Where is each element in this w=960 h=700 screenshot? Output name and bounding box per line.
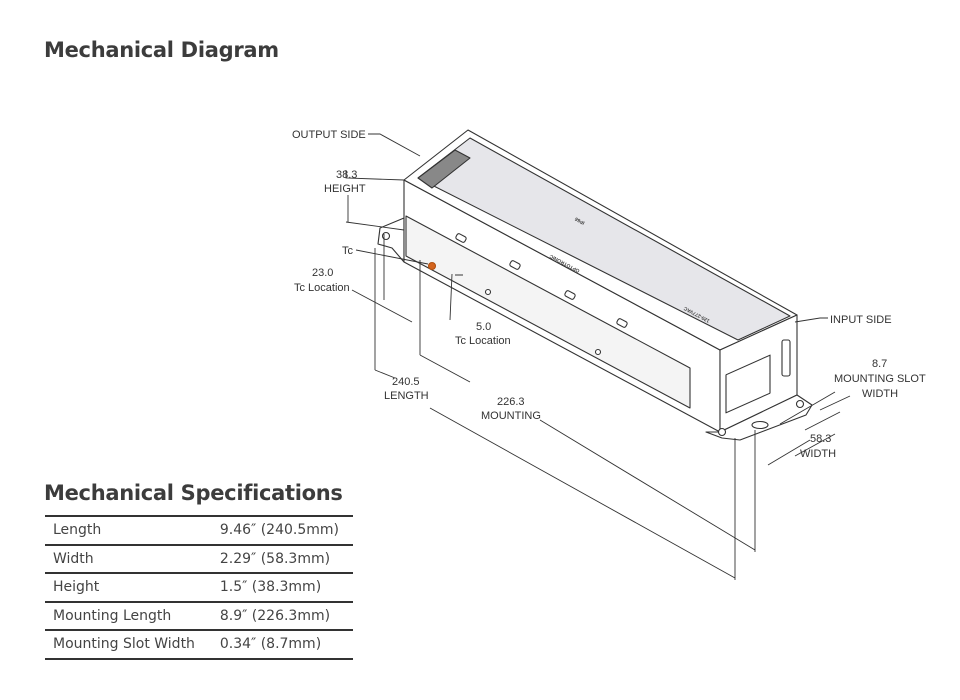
dimension-lines [345,133,851,580]
tc-location-1-value: 23.0 [312,267,333,279]
spec-name: Height [53,579,100,596]
slot [564,290,576,300]
spec-name: Mounting Slot Width [53,636,195,653]
screw [594,348,602,356]
input-side-label: INPUT SIDE [830,314,892,326]
length-label: LENGTH [384,390,429,402]
side-slot [781,339,791,377]
table-row: Length 9.46″ (240.5mm) [45,516,353,545]
mechanical-specifications-heading: Mechanical Specifications [44,481,343,505]
spec-value: 2.29″ (58.3mm) [219,550,331,567]
slot-label-width: WIDTH [862,388,898,400]
table-row: Mounting Slot Width 0.34″ (8.7mm) [45,630,353,659]
mechanical-diagram-heading: Mechanical Diagram [44,38,279,62]
dimension-labels: OUTPUT SIDE 38.3 HEIGHT Tc 23.0 Tc Locat… [292,129,926,460]
mounting-hole [717,427,727,437]
right-mounting-flange [705,394,813,441]
spec-value: 0.34″ (8.7mm) [219,636,322,653]
spec-name: Width [53,550,94,567]
slot-label: MOUNTING SLOT [834,373,926,385]
mounting-slot [751,420,769,430]
table-row: Height 1.5″ (38.3mm) [45,573,353,602]
specifications-table: Length 9.46″ (240.5mm) Width 2.29″ (58.3mm… [45,515,353,660]
tc-location-1-label: Tc Location [294,282,350,294]
svg-text:IP66: IP66 [574,215,586,225]
slot [616,318,628,328]
slot [509,260,521,270]
input-connector [725,354,771,414]
tc-marker [427,261,437,271]
mounting-label: MOUNTING [481,410,541,422]
tc-location-2-value: 5.0 [476,321,491,333]
tc-location-2-label: Tc Location [455,335,511,347]
mounting-value: 226.3 [497,396,525,408]
driver-housing [377,129,813,441]
width-value: 58.3 [810,433,831,445]
height-value: 38.3 [336,169,357,181]
tc-label: Tc [342,245,354,257]
spec-value: 1.5″ (38.3mm) [219,579,322,596]
length-value: 240.5 [392,376,420,388]
width-label: WIDTH [800,448,836,460]
table-row: Width 2.29″ (58.3mm) [45,545,353,573]
spec-value: 8.9″ (226.3mm) [219,607,331,624]
mounting-hole [795,399,805,409]
spec-name: Length [53,522,102,539]
table-row: Mounting Length 8.9″ (226.3mm) [45,602,353,630]
spec-value: 9.46″ (240.5mm) [219,522,339,539]
slot-value: 8.7 [872,358,887,370]
output-side-label: OUTPUT SIDE [292,129,366,141]
height-label: HEIGHT [324,183,366,195]
front-panel-recess [405,215,691,409]
slot [455,233,467,243]
screw [484,288,492,296]
barcode [417,149,471,189]
spec-name: Mounting Length [53,607,172,624]
